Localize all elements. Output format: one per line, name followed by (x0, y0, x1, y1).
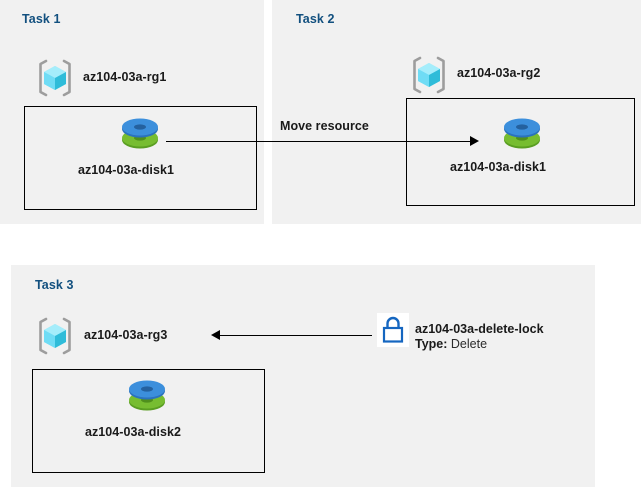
managed-disk-icon (500, 113, 544, 155)
task2-resource-box (406, 98, 635, 206)
task1-resource-box (24, 106, 257, 210)
task2-disk-label: az104-03a-disk1 (450, 160, 546, 174)
task2-resource-group-label: az104-03a-rg2 (457, 66, 541, 80)
delete-lock-type-value: Delete (450, 337, 488, 351)
task1-title: Task 1 (22, 12, 61, 26)
delete-lock-type-row: Type: Delete (415, 337, 544, 352)
move-resource-arrow-head (470, 136, 479, 146)
padlock-icon (377, 313, 409, 347)
move-resource-arrow-line (166, 141, 472, 143)
delete-lock-type-label: Type: (415, 337, 448, 351)
managed-disk-icon (125, 375, 169, 417)
task2-title: Task 2 (296, 12, 335, 26)
resource-group-cube-icon (408, 54, 450, 96)
task1-panel: Task 1 az104-03a-rg1 az104-03a-disk1 (0, 0, 264, 224)
task3-disk-label: az104-03a-disk2 (85, 425, 181, 439)
delete-lock-info: az104-03a-delete-lock Type: Delete (415, 322, 544, 352)
managed-disk-icon (118, 113, 162, 155)
resource-group-cube-icon (34, 315, 76, 357)
task1-resource-group-label: az104-03a-rg1 (83, 70, 167, 84)
task2-panel: Task 2 az104-03a-rg2 az104-03a-disk1 (272, 0, 641, 224)
delete-lock-name: az104-03a-delete-lock (415, 322, 544, 336)
task1-disk-label: az104-03a-disk1 (78, 163, 174, 177)
task3-resource-box (32, 369, 265, 473)
lock-arrow-line (220, 335, 372, 337)
move-resource-arrow-label: Move resource (280, 119, 369, 133)
resource-group-cube-icon (34, 57, 76, 99)
task3-resource-group-label: az104-03a-rg3 (84, 328, 168, 342)
task3-title: Task 3 (35, 278, 74, 292)
task3-panel: Task 3 az104-03a-rg3 az104-03a-disk2 (11, 265, 595, 487)
lock-arrow-head (211, 330, 220, 340)
